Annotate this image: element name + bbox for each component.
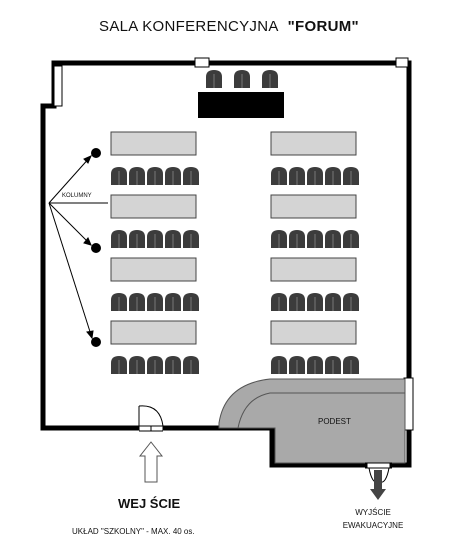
entrance-label: WEJ ŚCIE [118,496,181,511]
evacuation-label: WYJŚCIE EWAKUACYJNE [338,506,408,532]
column-markers [91,148,101,347]
podium-stage [218,378,406,464]
presenter-table [198,92,284,118]
evacuation-label-line1: WYJŚCIE [355,508,391,517]
diagram-title: SALA KONFERENCYJNA "FORUM" [0,18,458,35]
columns-label: KOLUMNY [62,193,92,199]
entrance-arrow [138,441,164,483]
entrance-door [138,405,164,432]
room-name: "FORUM" [287,18,359,35]
table-group-right [270,131,359,374]
podium-label: PODEST [318,417,351,426]
presenter-chairs [205,69,279,89]
evacuation-arrow [370,470,386,500]
table-group-left [110,131,199,374]
evacuation-label-line2: EWAKUACYJNE [342,521,404,530]
layout-note: UKŁAD "SZKOLNY" - MAX. 40 os. [72,527,195,536]
title-text: SALA KONFERENCYJNA [99,18,279,35]
podium-edge [237,392,405,429]
column-pointers [48,155,108,340]
